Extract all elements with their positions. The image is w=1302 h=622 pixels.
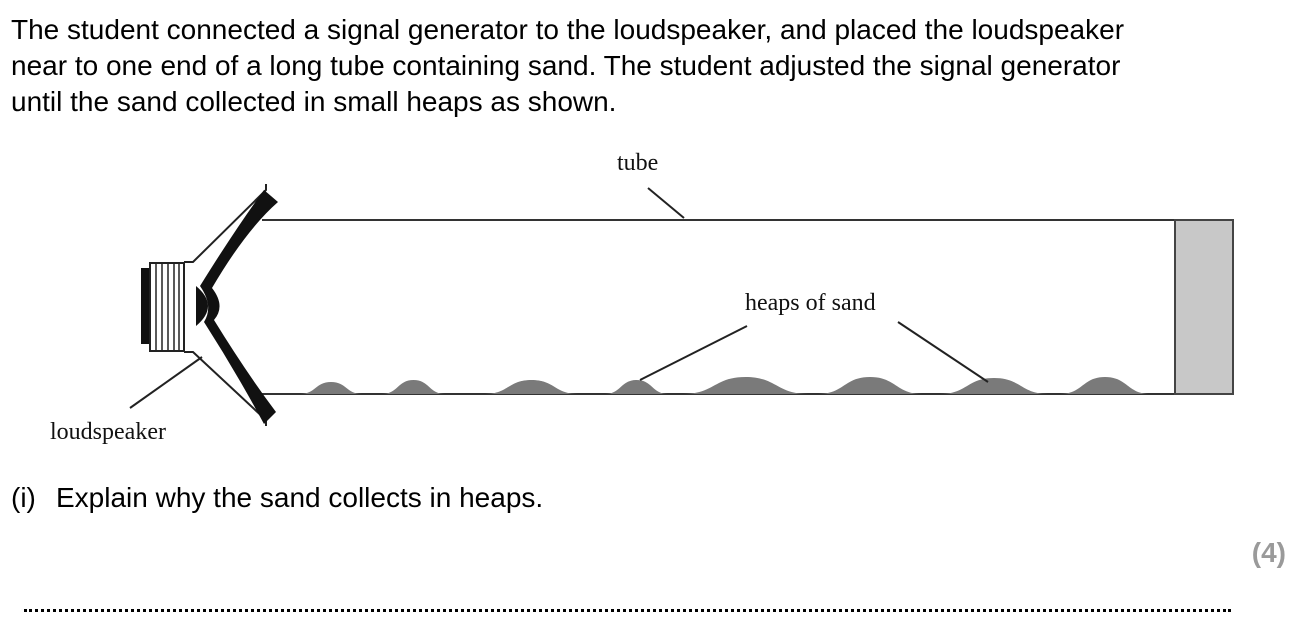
sand-heap [940,378,1048,394]
sand-heap [605,380,668,394]
loudspeaker-icon [141,184,278,426]
sand-heap [683,377,808,394]
intro-line: near to one end of a long tube containin… [11,50,1121,81]
intro-line: until the sand collected in small heaps … [11,86,617,117]
sand-heap [382,380,445,394]
sand-heap [485,380,578,394]
answer-line[interactable] [24,609,1231,612]
tube-label: tube [617,150,658,176]
question-text: Explain why the sand collects in heaps. [56,482,544,513]
tube-leader-line [647,187,685,219]
intro-line: The student connected a signal generator… [11,14,1125,45]
tube-end-cap [1174,219,1234,395]
sand-heap [1060,377,1150,394]
sand-label: heaps of sand [745,290,876,316]
sand-heap [300,382,362,394]
intro-text: The student connected a signal generator… [11,12,1291,120]
sand-leader-line-left [639,325,748,381]
loudspeaker-label: loudspeaker [50,419,166,445]
sand-leader-line-right [897,321,989,383]
speaker-leader-line [129,356,203,409]
question-number: (i) [11,482,36,513]
tube-diagram: tube heaps of sand loudspeaker [50,150,1234,445]
sand-heap [818,377,922,394]
marks-indicator: (4) [1251,537,1286,568]
sand-heaps [300,377,1150,394]
question-i: (i) Explain why the sand collects in heap… [11,482,543,514]
